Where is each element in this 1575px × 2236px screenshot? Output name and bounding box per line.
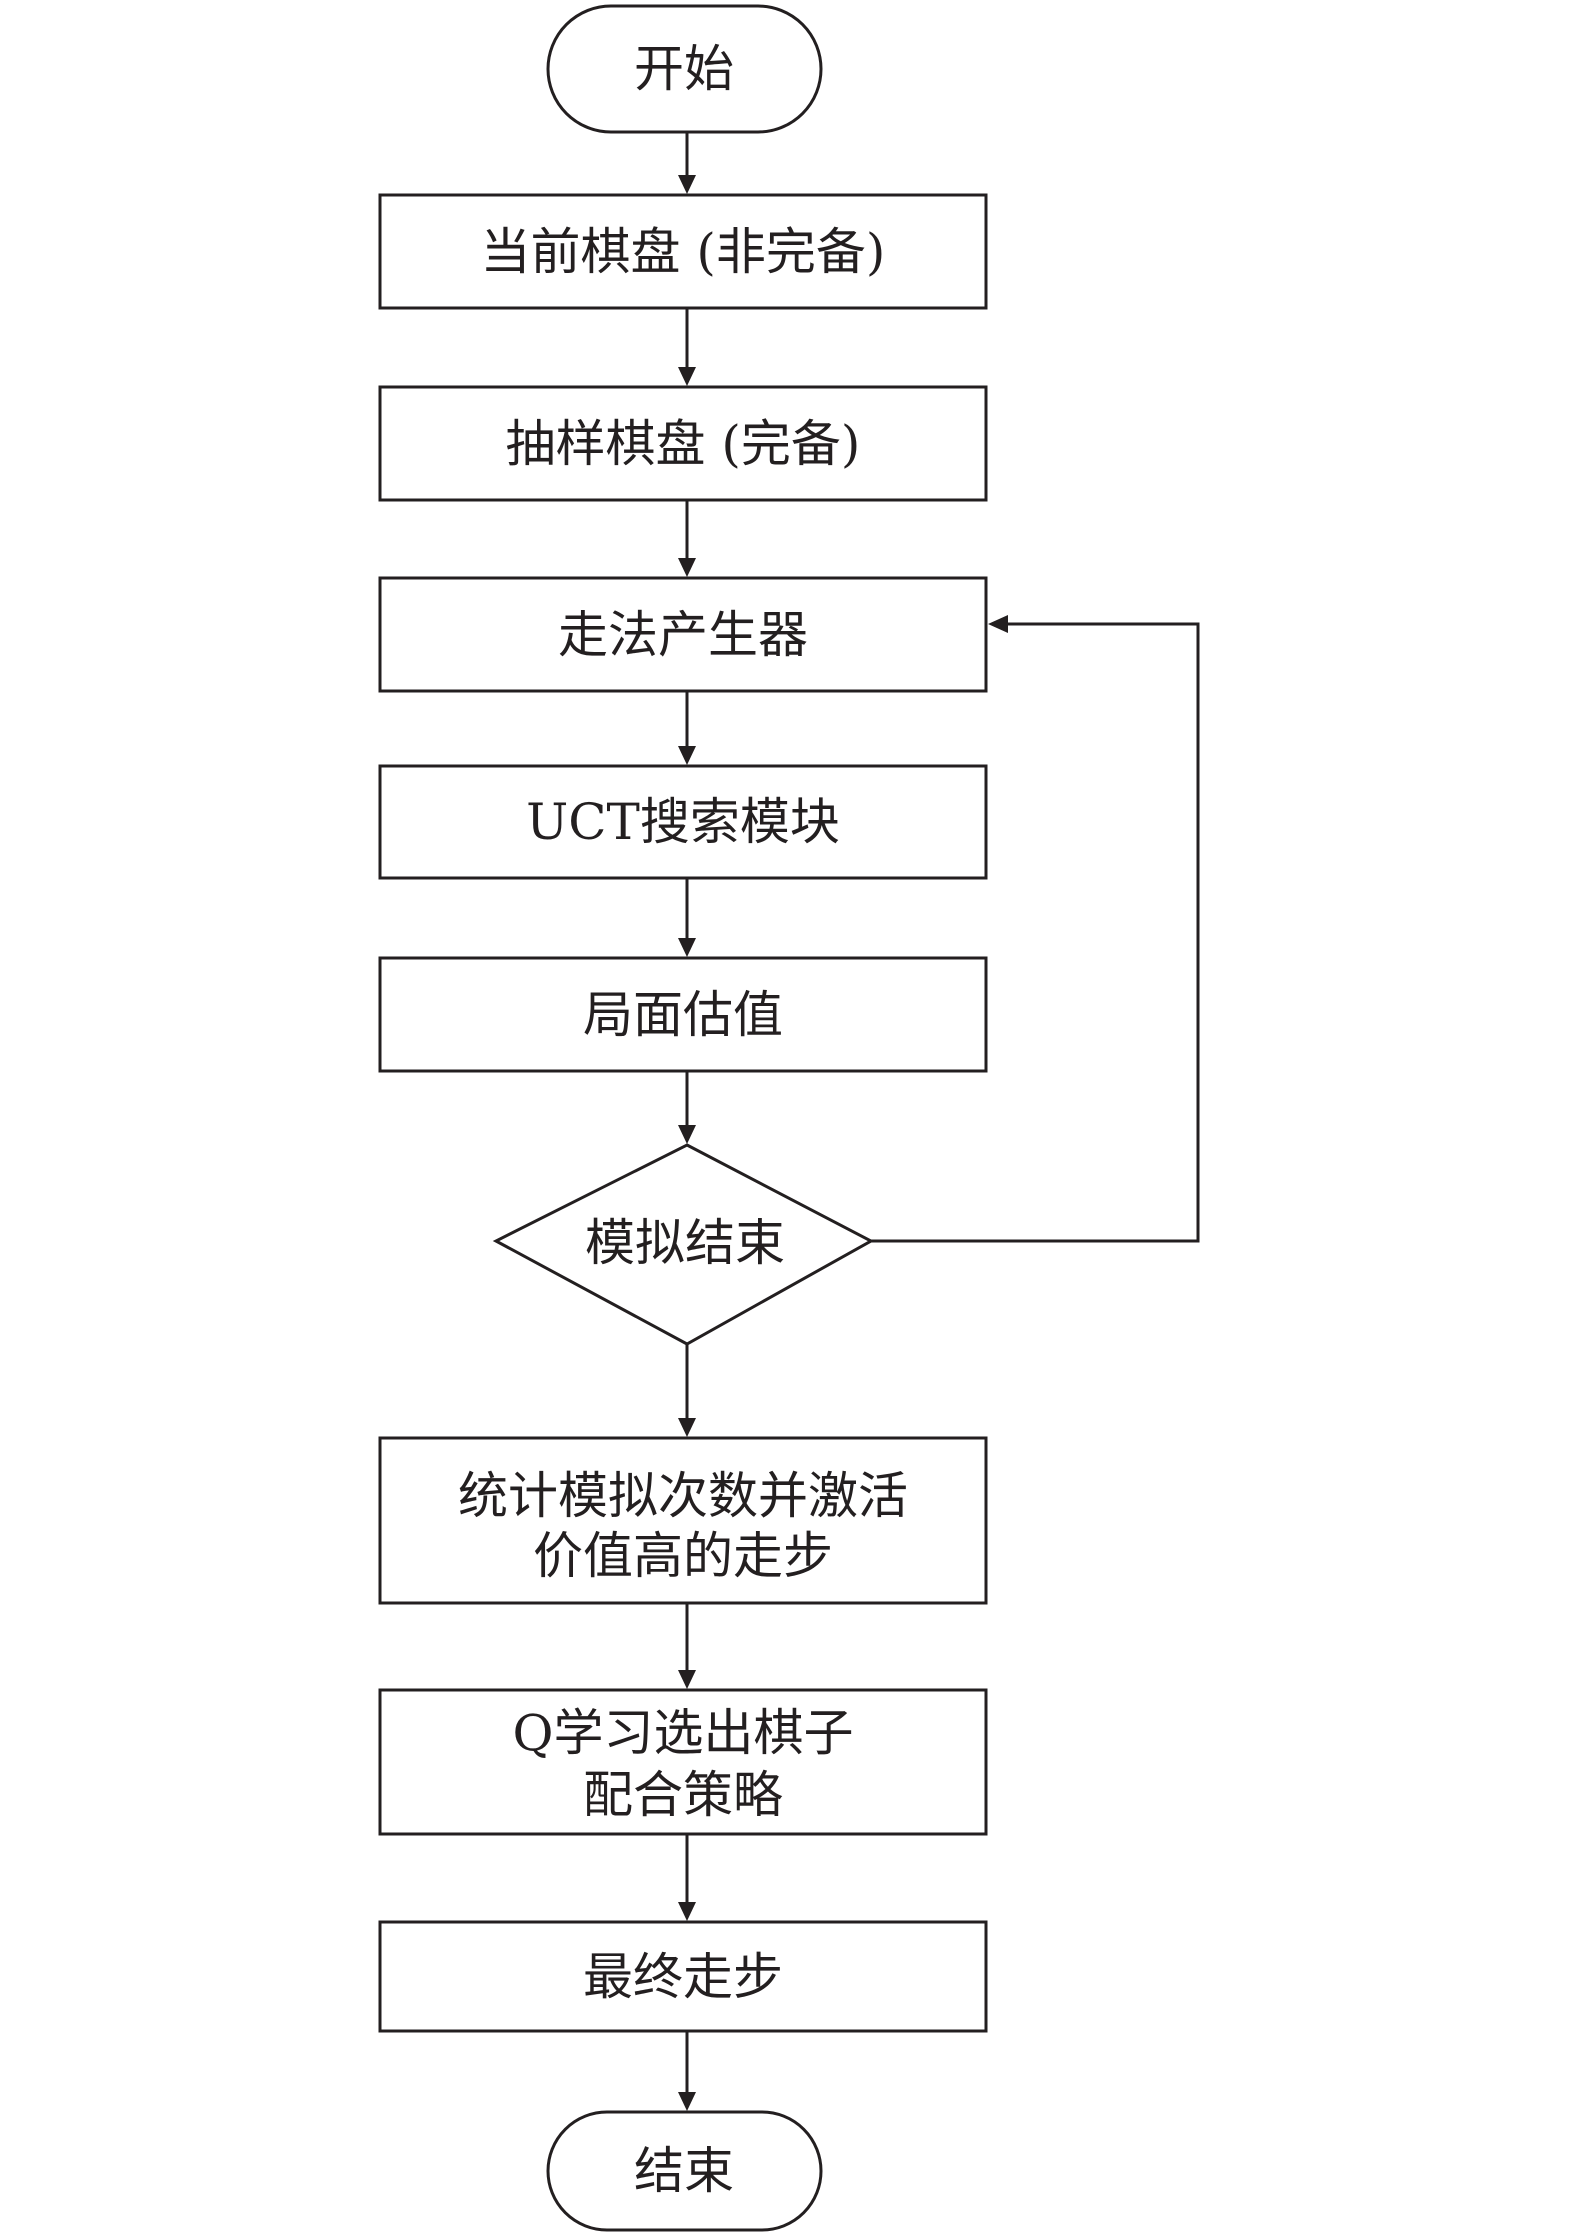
- final-move-node: 最终走步: [378, 1920, 988, 2033]
- sampled-board-node: 抽样棋盘 (完备): [378, 385, 988, 502]
- simulation-end-decision: 模拟结束: [492, 1143, 875, 1346]
- statistics-label-line-2: 价值高的走步: [533, 1527, 833, 1585]
- arrow-uct-to-evaluation: [678, 878, 696, 957]
- arrow-board-to-sampled: [678, 308, 696, 386]
- q-learning-node: Q学习选出棋子 配合策略: [378, 1688, 988, 1836]
- start-node: 开始: [546, 4, 823, 134]
- uct-search-node: UCT搜索模块: [378, 764, 988, 880]
- sampled-board-label: 抽样棋盘 (完备): [506, 415, 861, 473]
- statistics-node: 统计模拟次数并激活 价值高的走步: [378, 1436, 988, 1605]
- q-learning-label-line-1: Q学习选出棋子: [513, 1704, 854, 1762]
- move-generator-label: 走法产生器: [558, 606, 808, 664]
- simulation-end-label: 模拟结束: [585, 1214, 785, 1272]
- arrow-decision-to-statistics: [678, 1344, 696, 1437]
- arrow-generator-to-uct: [678, 691, 696, 765]
- final-move-label: 最终走步: [583, 1948, 783, 2006]
- current-board-node: 当前棋盘 (非完备): [378, 193, 988, 310]
- arrow-decision-loop-back: [871, 615, 1200, 1243]
- connectors: [678, 132, 1200, 2111]
- q-learning-label-line-2: 配合策略: [583, 1766, 783, 1824]
- arrow-q-learning-to-final: [678, 1834, 696, 1921]
- end-label: 结束: [634, 2142, 734, 2200]
- start-label: 开始: [634, 40, 734, 98]
- arrow-final-to-end: [678, 2031, 696, 2111]
- uct-search-label: UCT搜索模块: [526, 793, 840, 851]
- arrow-statistics-to-q-learning: [678, 1603, 696, 1689]
- arrow-start-to-board: [678, 132, 696, 194]
- evaluation-label: 局面估值: [583, 986, 783, 1044]
- current-board-label: 当前棋盘 (非完备): [481, 223, 886, 281]
- arrow-sampled-to-generator: [678, 500, 696, 577]
- move-generator-node: 走法产生器: [378, 576, 988, 693]
- statistics-label-line-1: 统计模拟次数并激活: [458, 1467, 908, 1525]
- arrow-evaluation-to-decision: [678, 1071, 696, 1144]
- end-node: 结束: [546, 2110, 823, 2232]
- evaluation-node: 局面估值: [378, 956, 988, 1073]
